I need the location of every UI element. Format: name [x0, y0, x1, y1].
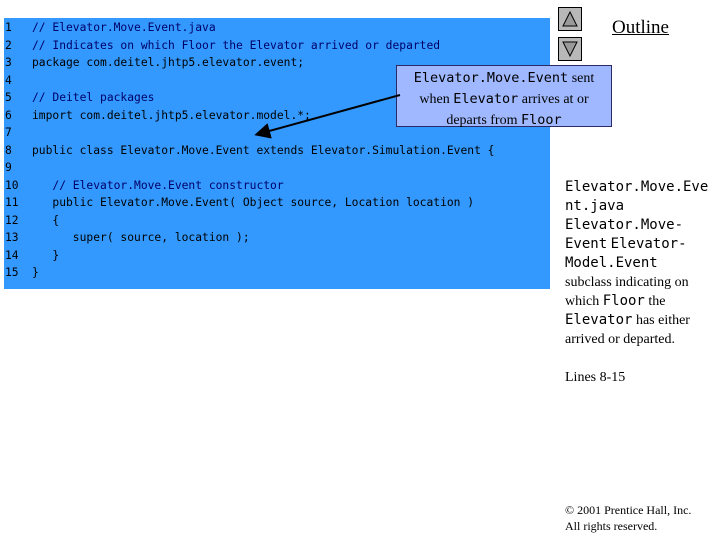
- code-text: package com.deitel.jhtp5.elevator.event;: [32, 56, 305, 69]
- line-number: 5: [5, 91, 12, 104]
- class-name: Event: [565, 236, 608, 252]
- callout-line-2: when Elevator arrives at or: [397, 89, 611, 110]
- callout-text: sent: [568, 71, 595, 86]
- superclass-name: Model.Event: [565, 255, 658, 271]
- callout-box: Elevator.Move.Event sent when Elevator a…: [396, 65, 612, 128]
- line-number: 11: [5, 196, 19, 209]
- code-line: 7: [4, 124, 550, 141]
- code-line: 15}: [4, 264, 550, 281]
- floor-word: Floor: [602, 293, 645, 309]
- line-number: 10: [5, 178, 19, 192]
- code-text: super( source, location );: [32, 231, 250, 244]
- line-number: 14: [5, 248, 19, 262]
- code-text: }: [32, 248, 60, 262]
- line-number: 8: [5, 143, 12, 157]
- code-panel: 1 // Elevator.Move.Event.java 2 // Indicate…: [4, 18, 550, 289]
- code-text: // Deitel packages: [32, 91, 155, 104]
- code-line: 14 }: [4, 247, 550, 264]
- superclass-name: Elevator-: [610, 236, 687, 252]
- callout-text: departs from: [446, 113, 521, 128]
- file-name: nt.java: [565, 198, 625, 214]
- code-text: // Indicates on which Floor the Elevator…: [32, 38, 441, 52]
- code-text: // Elevator.Move.Event constructor: [32, 178, 284, 192]
- side-note-text: subclass indicating on which: [565, 275, 689, 309]
- code-text: {: [32, 213, 60, 227]
- triangle-down-icon: [562, 41, 578, 57]
- callout-text: when: [419, 92, 454, 107]
- class-name: Elevator.Move-: [565, 217, 684, 233]
- code-line: 3 package com.deitel.jhtp5.elevator.event…: [4, 54, 550, 71]
- code-line: 10 // Elevator.Move.Event constructor: [4, 177, 550, 194]
- copyright-line: © 2001 Prentice Hall, Inc.: [565, 503, 692, 517]
- side-note: Elevator.Move.Eve nt.java Elevator.Move-…: [565, 178, 715, 349]
- code-line: 2 // Indicates on which Floor the Elevato…: [4, 37, 550, 54]
- code-line: 13 super( source, location );: [4, 229, 550, 246]
- callout-text: arrives at or: [518, 92, 589, 107]
- callout-line-3: departs from Floor: [397, 110, 611, 131]
- code-line: 12 {: [4, 212, 550, 229]
- line-number: 7: [5, 126, 12, 139]
- line-number: 1: [5, 21, 12, 34]
- callout-floor: Floor: [521, 112, 562, 128]
- callout-class-name: Elevator.Move.Event: [413, 70, 569, 86]
- outline-link[interactable]: Outline: [612, 17, 669, 38]
- line-number: 3: [5, 56, 12, 69]
- next-slide-button[interactable]: [558, 37, 582, 61]
- code-line: 4: [4, 72, 550, 89]
- code-line: 6 import com.deitel.jhtp5.elevator.model.…: [4, 107, 550, 124]
- line-number: 15: [5, 266, 19, 279]
- callout-elevator: Elevator: [453, 91, 519, 107]
- copyright: © 2001 Prentice Hall, Inc. All rights re…: [565, 502, 691, 534]
- code-line: 5 // Deitel packages: [4, 89, 550, 106]
- side-note-text: has either arrived or departed.: [565, 313, 690, 347]
- side-note-text: the: [644, 294, 666, 309]
- line-number: 12: [5, 213, 19, 227]
- copyright-line: All rights reserved.: [565, 519, 658, 533]
- elevator-word: Elevator: [565, 312, 633, 328]
- lines-reference: Lines 8-15: [565, 370, 626, 385]
- file-name: Elevator.Move.Eve: [565, 179, 709, 195]
- code-line: 9: [4, 159, 550, 176]
- line-number: 2: [5, 38, 12, 52]
- previous-slide-button[interactable]: [558, 7, 582, 31]
- code-text: }: [32, 266, 39, 279]
- line-number: 13: [5, 231, 19, 244]
- line-number: 4: [5, 73, 12, 87]
- code-text: public Elevator.Move.Event( Object sourc…: [32, 196, 475, 209]
- triangle-up-icon: [562, 11, 578, 27]
- code-line: 8 public class Elevator.Move.Event extend…: [4, 142, 550, 159]
- code-line: 1 // Elevator.Move.Event.java: [4, 19, 550, 36]
- code-text: // Elevator.Move.Event.java: [32, 21, 216, 34]
- code-text: import com.deitel.jhtp5.elevator.model.*…: [32, 108, 311, 122]
- code-text: public class Elevator.Move.Event extends…: [32, 143, 495, 157]
- code-line: 11 public Elevator.Move.Event( Object so…: [4, 194, 550, 211]
- callout-line-1: Elevator.Move.Event sent: [397, 68, 611, 89]
- line-number: 9: [5, 161, 12, 174]
- line-number: 6: [5, 108, 12, 122]
